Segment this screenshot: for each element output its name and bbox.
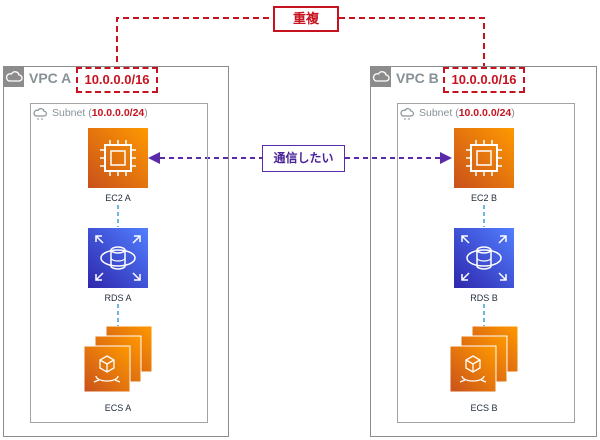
ec2-instance-icon — [454, 128, 514, 188]
subnet-b-prefix: Subnet ( — [419, 107, 459, 119]
subnet-b-label: Subnet (10.0.0.0/24) — [419, 107, 515, 119]
rds-database-icon — [88, 228, 148, 288]
subnet-a-container — [30, 103, 208, 423]
subnet-a-prefix: Subnet ( — [52, 107, 92, 119]
rds-b-label: RDS B — [470, 293, 498, 303]
rds-a-label: RDS A — [104, 293, 132, 303]
vpc-b-cidr: 10.0.0.0/16 — [443, 67, 525, 93]
vpc-a-cidr: 10.0.0.0/16 — [76, 67, 158, 93]
subnet-b-container — [397, 103, 575, 423]
vpc-cloud-icon — [4, 67, 24, 87]
arrowhead-right — [440, 152, 452, 164]
vpc-cloud-icon — [371, 67, 391, 87]
communication-label: 通信したい — [262, 145, 345, 172]
rds-database-icon — [454, 228, 514, 288]
subnet-cloud-icon — [33, 108, 47, 120]
duplicate-connector — [116, 17, 485, 72]
arrowhead-left — [148, 152, 160, 164]
ec2-a-label: EC2 A — [105, 193, 131, 203]
vpc-b-container — [370, 66, 597, 437]
vpc-b-title: VPC B — [396, 70, 439, 86]
subnet-b-suffix: ) — [511, 107, 515, 119]
subnet-a-cidr: 10.0.0.0/24 — [91, 107, 145, 119]
subnet-b-cidr: 10.0.0.0/24 — [458, 107, 512, 119]
subnet-a-label: Subnet (10.0.0.0/24) — [52, 107, 148, 119]
vpc-a-title: VPC A — [29, 70, 72, 86]
duplicate-label: 重複 — [273, 6, 339, 32]
ecs-containers-icon — [83, 326, 153, 393]
ecs-a-label: ECS A — [104, 403, 132, 413]
ecs-containers-icon — [449, 326, 519, 393]
subnet-cloud-icon — [400, 108, 414, 120]
vpc-a-container — [3, 66, 229, 437]
ec2-b-label: EC2 B — [470, 193, 497, 203]
ecs-b-label: ECS B — [470, 403, 498, 413]
ec2-instance-icon — [88, 128, 148, 188]
subnet-a-suffix: ) — [144, 107, 148, 119]
